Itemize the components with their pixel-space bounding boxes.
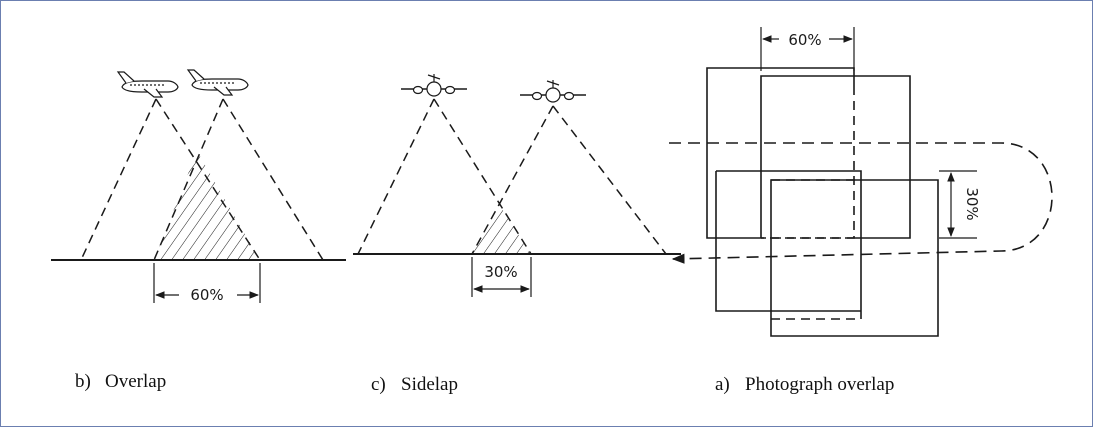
photo-frame-top-left	[706, 67, 855, 239]
airplane-front-icon	[520, 80, 586, 103]
top-overlap-dimension	[760, 27, 855, 71]
overlap-hatched-area	[154, 151, 260, 260]
caption-text: Sidelap	[401, 374, 458, 395]
camera-cone-left	[357, 98, 532, 255]
overlap-panel	[51, 69, 346, 303]
dimension-30-marker	[471, 257, 532, 297]
photo-frame-bottom-right	[770, 179, 939, 337]
sidelap-hatched-area	[472, 204, 531, 254]
caption-letter: b)	[75, 371, 91, 392]
dimension-60-marker	[153, 263, 261, 303]
airplane-side-icon	[116, 71, 179, 98]
sidelap-panel	[353, 74, 681, 297]
caption-text: Overlap	[105, 371, 167, 392]
photo-overlap-label: 60%	[788, 31, 821, 49]
sidelap-dimension-label: 30%	[484, 263, 517, 281]
caption-letter: c)	[371, 374, 386, 395]
photo-sidelap-label: 30%	[963, 187, 981, 220]
side-sidelap-dimension	[939, 170, 977, 239]
overlap-dimension-label: 60%	[190, 286, 223, 304]
caption-text: Photograph overlap	[745, 374, 895, 395]
caption-sidelap: c) Sidelap	[371, 374, 458, 396]
camera-cone-right	[153, 98, 324, 261]
caption-overlap: b) Overlap	[75, 371, 166, 393]
flight-path	[669, 142, 1053, 264]
camera-cone-right	[471, 105, 667, 255]
caption-photograph-overlap: a) Photograph overlap	[715, 374, 894, 396]
caption-letter: a)	[715, 374, 730, 395]
airplane-front-icon	[401, 74, 467, 97]
camera-cone-left	[80, 98, 261, 261]
photograph-overlap-panel	[669, 27, 1053, 337]
photo-frame-bottom-left	[715, 170, 862, 320]
photo-frame-top-right	[760, 75, 911, 239]
airplane-side-icon	[186, 69, 249, 96]
